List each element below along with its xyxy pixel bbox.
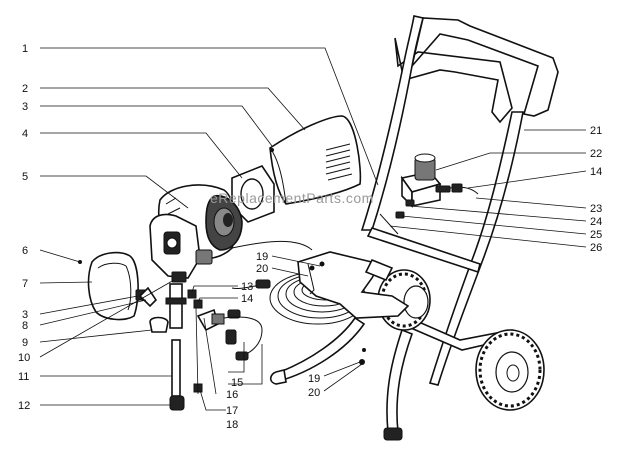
- callout-16: 16: [226, 389, 238, 401]
- cart-frame: [269, 15, 559, 441]
- fittings: [78, 260, 366, 393]
- motor-shroud: [269, 115, 362, 205]
- callout-10: 10: [18, 352, 30, 364]
- callout-23: 23: [590, 203, 602, 215]
- leader-lines: [39, 47, 587, 411]
- callout-5: 5: [22, 171, 28, 183]
- callout-14b: 14: [590, 166, 602, 178]
- callout-19a: 19: [256, 251, 268, 263]
- callout-25: 25: [590, 229, 602, 241]
- callout-14a: 14: [241, 293, 253, 305]
- callouts: 1 2 3 4 5 6 7 3 8 9 10 11 12 13 14 16 17…: [18, 43, 602, 431]
- wheel-front: [475, 329, 545, 411]
- watermark: eReplacementParts.com: [210, 190, 374, 206]
- callout-17: 17: [226, 405, 238, 417]
- front-cover: [87, 251, 139, 321]
- callout-15: 15: [231, 377, 243, 389]
- pump-lower: [135, 283, 187, 333]
- siphon-tube: [169, 339, 185, 411]
- pressure-control: [379, 153, 479, 235]
- callout-19b: 19: [308, 373, 320, 385]
- callout-2: 2: [22, 83, 28, 95]
- callout-20a: 20: [256, 263, 268, 275]
- callout-26: 26: [590, 242, 602, 254]
- callout-21: 21: [590, 125, 602, 137]
- callout-12: 12: [18, 400, 30, 412]
- callout-22: 22: [590, 148, 602, 160]
- callout-18: 18: [226, 419, 238, 431]
- callout-20b: 20: [308, 387, 320, 399]
- callout-11: 11: [18, 371, 29, 383]
- callout-8: 8: [22, 320, 28, 332]
- callout-13: 13: [241, 281, 253, 293]
- callout-24: 24: [590, 216, 602, 228]
- mount-plate: [297, 251, 410, 319]
- callout-1: 1: [22, 43, 28, 55]
- callout-6: 6: [22, 245, 28, 257]
- callout-9: 9: [22, 337, 28, 349]
- pump-assembly: [149, 213, 213, 283]
- callout-7: 7: [22, 278, 28, 290]
- callout-3b: 3: [22, 309, 28, 321]
- callout-4: 4: [22, 128, 28, 140]
- hose-coil: [231, 271, 367, 325]
- callout-3a: 3: [22, 101, 28, 113]
